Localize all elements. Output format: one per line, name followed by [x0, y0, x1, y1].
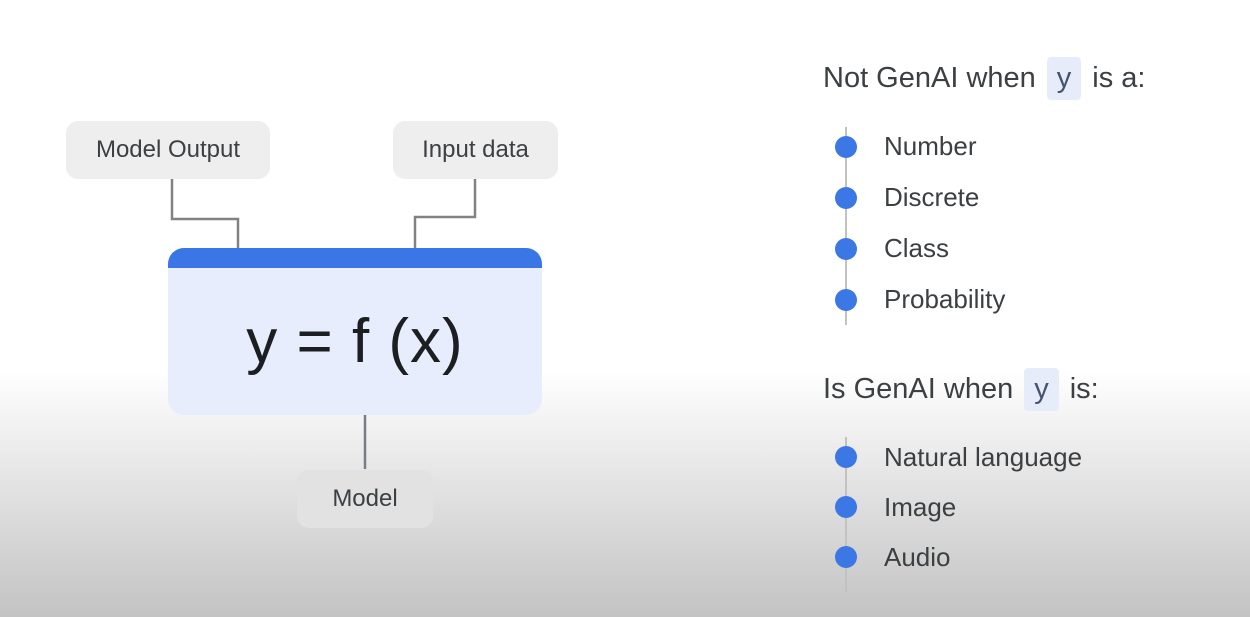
- not-genai-list: Number Discrete Class Probability: [835, 121, 1005, 325]
- list-item: Probability: [835, 274, 1005, 325]
- list-item-label: Image: [884, 491, 957, 522]
- list-item: Natural language: [835, 432, 1082, 482]
- model-output-tag: Model Output: [66, 121, 270, 179]
- model-output-tag-label: Model Output: [95, 136, 241, 163]
- formula-card-header-bar: [168, 248, 542, 268]
- bullet-dot-icon: [835, 237, 857, 260]
- bullet-dot-icon: [835, 288, 857, 311]
- list-item-label: Audio: [884, 541, 951, 572]
- not-genai-heading-prefix: Not GenAI when: [823, 62, 1036, 94]
- is-genai-heading-suffix: is:: [1069, 373, 1099, 405]
- list-item: Number: [835, 121, 1005, 172]
- list-item-label: Discrete: [884, 182, 980, 212]
- is-genai-heading: Is GenAI when y is:: [823, 368, 1099, 411]
- not-genai-timeline: [845, 127, 847, 325]
- list-item: Image: [835, 482, 1082, 532]
- is-genai-heading-prefix: Is GenAI when: [823, 373, 1014, 405]
- bullet-dot-icon: [835, 446, 857, 468]
- not-genai-heading: Not GenAI when y is a:: [823, 57, 1145, 100]
- y-variable-chip: y: [1024, 368, 1059, 411]
- not-genai-heading-suffix: is a:: [1092, 62, 1146, 94]
- list-item-label: Natural language: [884, 441, 1083, 472]
- bullet-dot-icon: [835, 546, 857, 568]
- bullet-dot-icon: [835, 186, 857, 209]
- list-item: Discrete: [835, 172, 1005, 223]
- model-tag-label: Model: [332, 485, 398, 512]
- input-data-tag-label: Input data: [422, 136, 529, 163]
- formula-text: y = f (x): [246, 307, 464, 376]
- list-item-label: Class: [884, 233, 950, 263]
- list-item-label: Number: [884, 131, 977, 161]
- list-item-label: Probability: [884, 284, 1006, 314]
- model-formula-card: y = f (x): [168, 248, 542, 415]
- y-variable-chip: y: [1046, 57, 1082, 100]
- is-genai-list: Natural language Image Audio: [835, 432, 1082, 582]
- model-tag: Model: [297, 470, 433, 528]
- bullet-dot-icon: [835, 135, 857, 158]
- bullet-dot-icon: [835, 496, 857, 518]
- input-data-tag: Input data: [393, 121, 558, 179]
- list-item: Audio: [835, 532, 1082, 582]
- list-item: Class: [835, 223, 1005, 274]
